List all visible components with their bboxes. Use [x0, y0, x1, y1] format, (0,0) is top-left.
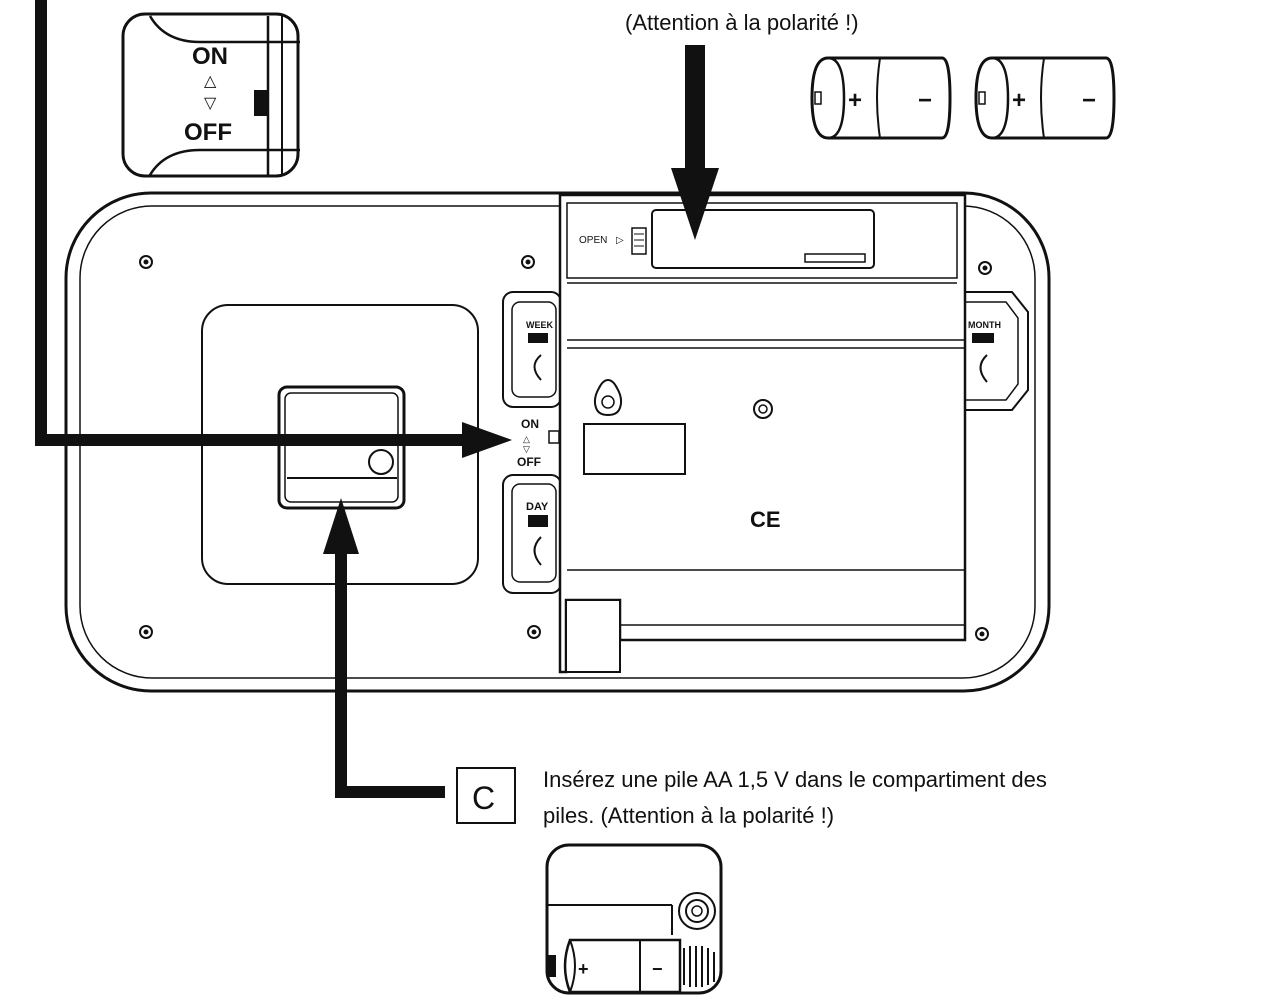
aa-minus-sign: −	[652, 959, 663, 979]
battery-plus-sign: +	[1012, 87, 1026, 114]
inset-on-label: ON	[192, 43, 228, 70]
arrow-to-stand-compartment	[323, 498, 445, 798]
inset-arrow-up-icon: △	[204, 73, 217, 90]
label-plate	[583, 423, 686, 475]
arrow-to-battery-door	[671, 45, 719, 240]
aa-battery-inset: + −	[545, 843, 723, 995]
battery-icon: + −	[810, 56, 952, 140]
inset-arrow-down-icon: ▽	[204, 95, 217, 112]
screw-icon	[139, 255, 153, 269]
day-switch: DAY	[502, 474, 562, 594]
screw-icon	[521, 255, 535, 269]
caption-bottom-line1: Insérez une pile AA 1,5 V dans le compar…	[543, 767, 1047, 792]
caption-bottom-line2: piles. (Attention à la polarité !)	[543, 803, 834, 828]
aa-battery-icon: + −	[548, 938, 715, 994]
reset-hole-icon	[753, 399, 773, 419]
step-c: C Insérez une pile AA 1,5 V dans le comp…	[456, 767, 1047, 828]
battery-pair: + − + −	[810, 56, 1116, 140]
screw-icon	[527, 625, 541, 639]
week-label: WEEK	[526, 320, 554, 330]
month-switch: MONTH	[964, 291, 1029, 411]
device-arrow-down-icon: ▽	[523, 444, 530, 454]
battery-plus-sign: +	[848, 87, 862, 114]
step-badge	[456, 767, 516, 824]
device-off-label: OFF	[517, 455, 541, 469]
step-letter: C	[472, 780, 495, 816]
battery-minus-sign: −	[918, 87, 932, 114]
aa-plus-sign: +	[578, 959, 589, 979]
month-label: MONTH	[968, 320, 1001, 330]
open-label: OPEN	[579, 235, 607, 246]
device-on-off-switch: ON △ ▽ OFF	[517, 417, 560, 469]
week-switch: WEEK	[502, 291, 562, 408]
switch-inset: ON △ ▽ OFF	[121, 12, 300, 178]
day-label: DAY	[526, 501, 549, 513]
arrow-to-on-off-switch	[35, 0, 512, 458]
stand-battery-compartment	[277, 385, 406, 510]
inset-off-label: OFF	[184, 119, 232, 146]
screw-icon	[978, 261, 992, 275]
screw-icon	[975, 627, 989, 641]
device-arrow-up-icon: △	[523, 434, 530, 444]
battery-icon: + −	[974, 56, 1116, 140]
battery-housing: OPEN ▷ CE	[558, 193, 967, 674]
ce-mark: CE	[750, 507, 781, 532]
battery-minus-sign: −	[1082, 87, 1096, 114]
battery-door: OPEN ▷	[579, 209, 875, 269]
keyhole-hanger-icon	[593, 378, 623, 417]
caption-top: (Attention à la polarité !)	[625, 10, 859, 35]
spring-contact-icon	[678, 892, 716, 930]
screw-icon	[139, 625, 153, 639]
device-on-label: ON	[521, 417, 539, 431]
open-arrow-icon: ▷	[616, 235, 624, 246]
